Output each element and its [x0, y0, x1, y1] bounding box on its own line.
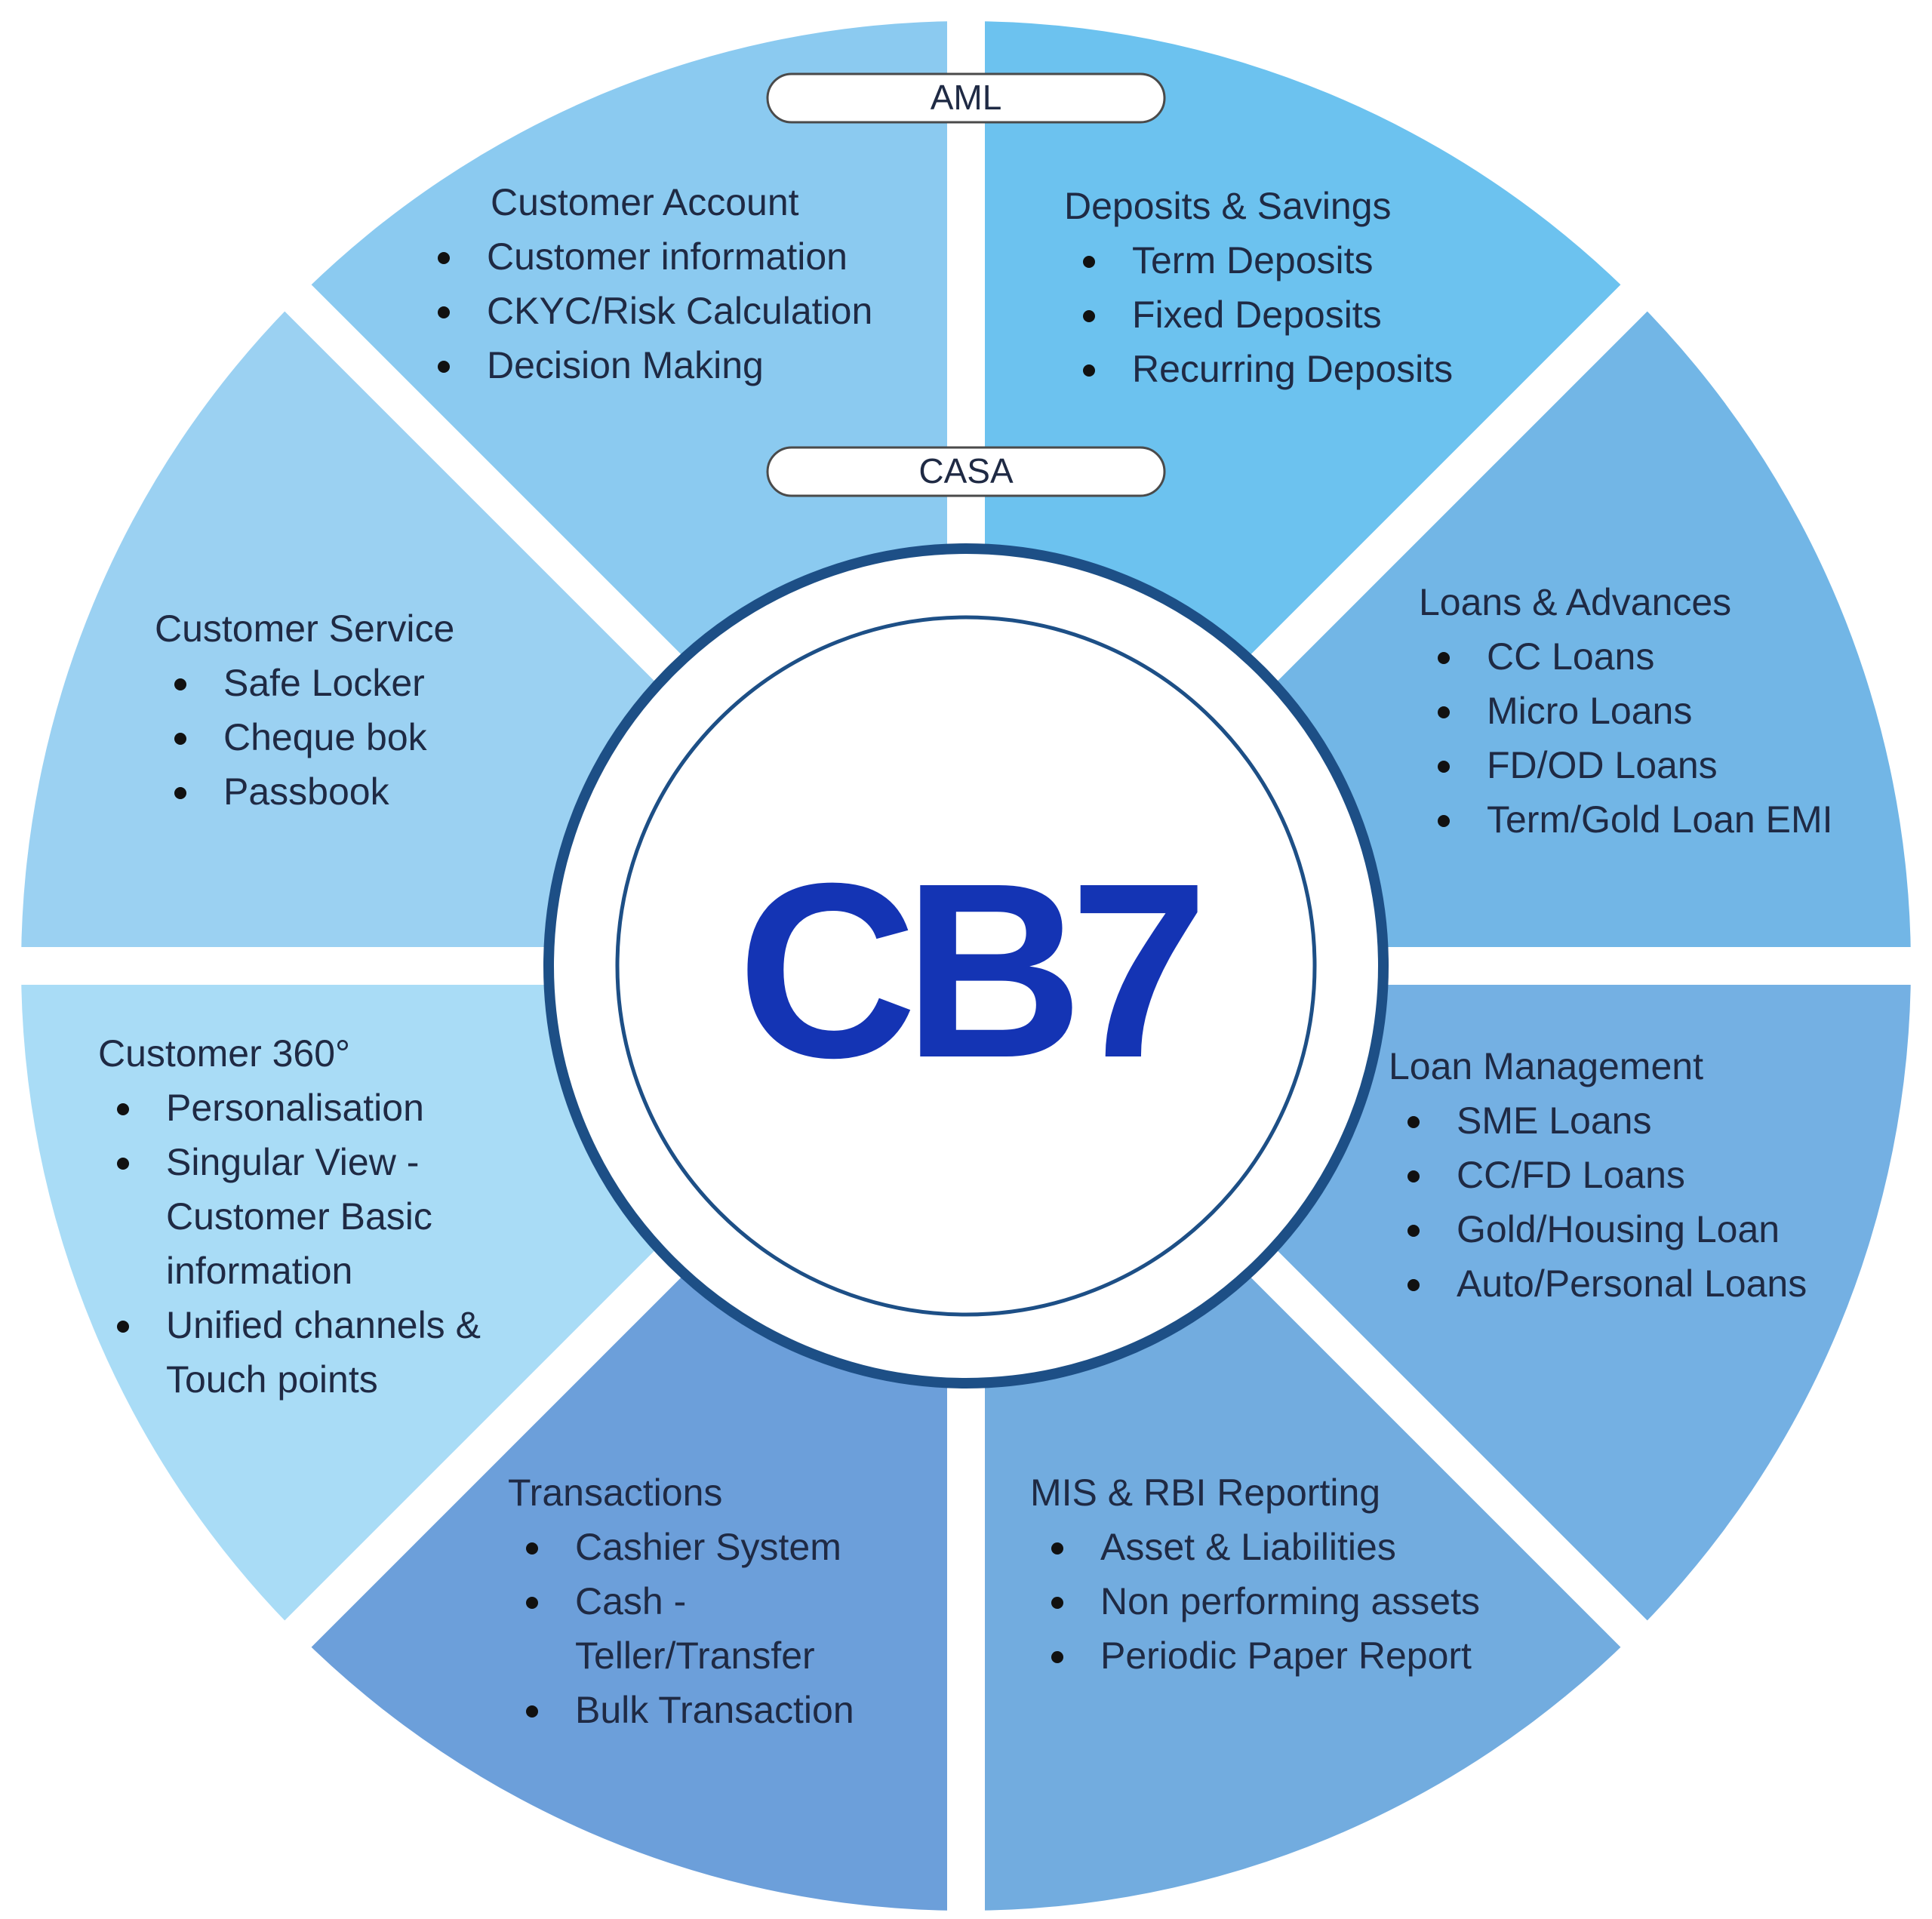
bullet-icon — [1083, 310, 1095, 322]
bullet-icon — [526, 1597, 538, 1609]
pill-aml: AML — [766, 72, 1166, 124]
pill-casa: CASA — [766, 446, 1166, 497]
cb7-logo: CB7 — [737, 831, 1198, 1109]
segment-item-loans-advances: CC Loans — [1487, 635, 1654, 678]
bullet-icon — [1407, 1170, 1420, 1182]
segment-item-customer-service: Safe Locker — [223, 662, 425, 704]
segment-item-customer-account: Customer information — [487, 235, 848, 278]
segment-title-customer-account: Customer Account — [491, 181, 799, 223]
segment-item-deposits-savings: Term Deposits — [1132, 239, 1374, 281]
segment-item-mis-rbi-reporting: Non performing assets — [1100, 1580, 1480, 1622]
segment-item-customer-360: Unified channels & — [166, 1304, 481, 1346]
bullet-icon — [438, 252, 450, 264]
segment-item-loan-management: CC/FD Loans — [1457, 1154, 1685, 1196]
bullet-icon — [1051, 1651, 1063, 1663]
bullet-icon — [1083, 364, 1095, 377]
segment-item-loans-advances: FD/OD Loans — [1487, 744, 1718, 786]
pill-shape — [766, 72, 1166, 124]
bullet-icon — [1438, 761, 1450, 773]
bullet-icon — [1438, 652, 1450, 664]
bullet-icon — [1407, 1116, 1420, 1128]
segment-item-loans-advances: Micro Loans — [1487, 690, 1692, 732]
segment-item-transactions: Cash - — [575, 1580, 686, 1622]
segment-item-transactions: Cashier System — [575, 1526, 841, 1568]
bullet-icon — [1051, 1597, 1063, 1609]
outer-rim — [4, 4, 1928, 1919]
bullet-icon — [1083, 256, 1095, 268]
bullet-icon — [1407, 1225, 1420, 1237]
segment-item-deposits-savings: Fixed Deposits — [1132, 294, 1382, 336]
bullet-icon — [174, 733, 186, 745]
bullet-icon — [117, 1321, 129, 1333]
bullet-icon — [526, 1542, 538, 1555]
bullet-icon — [438, 306, 450, 318]
segment-title-loan-management: Loan Management — [1389, 1045, 1703, 1087]
pill-shape — [766, 446, 1166, 497]
bullet-icon — [526, 1705, 538, 1718]
pill-label: AML — [931, 78, 1002, 117]
segment-item-loan-management: Auto/Personal Loans — [1457, 1262, 1807, 1305]
segment-item-transactions: Teller/Transfer — [575, 1635, 815, 1677]
bullet-icon — [1438, 815, 1450, 827]
segment-item-customer-360: Personalisation — [166, 1087, 424, 1129]
bullet-icon — [174, 787, 186, 799]
segment-title-loans-advances: Loans & Advances — [1419, 581, 1731, 623]
segment-item-mis-rbi-reporting: Asset & Liabilities — [1100, 1526, 1396, 1568]
segment-item-customer-account: CKYC/Risk Calculation — [487, 290, 872, 332]
segment-item-customer-360: Touch points — [166, 1358, 378, 1401]
segment-title-deposits-savings: Deposits & Savings — [1064, 185, 1392, 227]
bullet-icon — [174, 678, 186, 690]
segment-title-customer-360: Customer 360° — [98, 1032, 350, 1075]
segment-item-loan-management: Gold/Housing Loan — [1457, 1208, 1780, 1250]
bullet-icon — [117, 1158, 129, 1170]
bullet-icon — [117, 1103, 129, 1115]
bullet-icon — [1438, 706, 1450, 718]
segment-item-customer-360: information — [166, 1250, 352, 1292]
center-hub: CB7 — [543, 543, 1389, 1389]
segment-item-mis-rbi-reporting: Periodic Paper Report — [1100, 1635, 1472, 1677]
segment-title-mis-rbi-reporting: MIS & RBI Reporting — [1030, 1472, 1380, 1514]
segment-item-customer-360: Singular View - — [166, 1141, 419, 1183]
segment-item-deposits-savings: Recurring Deposits — [1132, 348, 1453, 390]
bullet-icon — [438, 361, 450, 373]
segment-item-customer-360: Customer Basic — [166, 1195, 432, 1238]
segment-item-customer-account: Decision Making — [487, 344, 764, 386]
center-inner-ring — [615, 615, 1317, 1317]
segment-title-transactions: Transactions — [508, 1472, 722, 1514]
segment-item-transactions: Bulk Transaction — [575, 1689, 854, 1731]
segment-title-customer-service: Customer Service — [155, 607, 454, 650]
segment-item-loan-management: SME Loans — [1457, 1099, 1651, 1142]
pills-layer: AML CASA — [766, 72, 1166, 497]
bullet-icon — [1051, 1542, 1063, 1555]
segment-item-customer-service: Passbook — [223, 770, 390, 813]
segment-item-loans-advances: Term/Gold Loan EMI — [1487, 798, 1833, 841]
segment-item-customer-service: Cheque bok — [223, 716, 428, 758]
pill-label: CASA — [918, 451, 1014, 491]
bullet-icon — [1407, 1279, 1420, 1291]
